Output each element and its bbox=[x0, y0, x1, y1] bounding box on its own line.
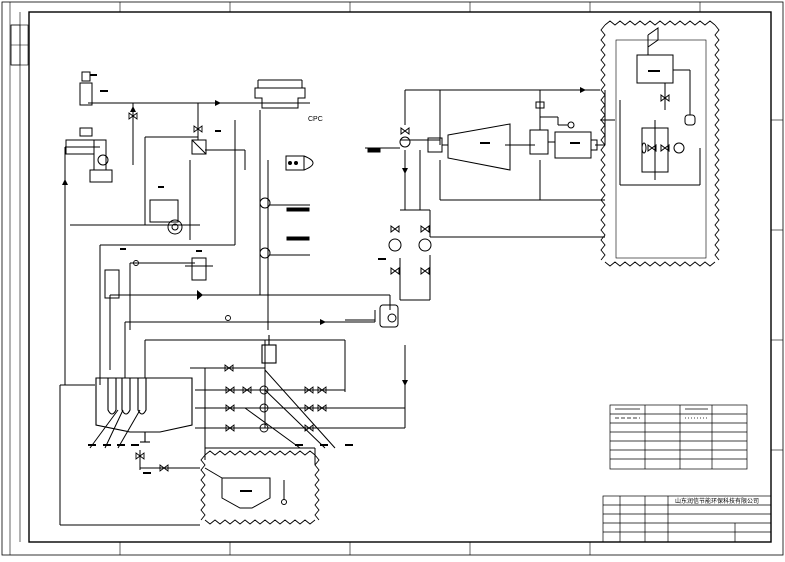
pipework bbox=[59, 89, 615, 526]
title-block bbox=[602, 495, 772, 543]
compressor-train bbox=[367, 101, 598, 171]
legend-table bbox=[609, 404, 748, 470]
flow-arrows bbox=[62, 87, 586, 386]
valves bbox=[128, 112, 327, 472]
settling-tank bbox=[204, 467, 287, 509]
pump-set bbox=[379, 127, 432, 328]
right-equipment bbox=[619, 27, 701, 186]
burner-casing bbox=[254, 79, 314, 259]
instrument-tags bbox=[88, 70, 660, 492]
left-equipment bbox=[65, 71, 213, 299]
tank bbox=[95, 335, 277, 443]
company-name: 山东润信节能环保科技有限公司 bbox=[675, 497, 759, 505]
zigzag-boundaries bbox=[200, 20, 720, 525]
cpc-label: CPC bbox=[308, 116, 323, 123]
